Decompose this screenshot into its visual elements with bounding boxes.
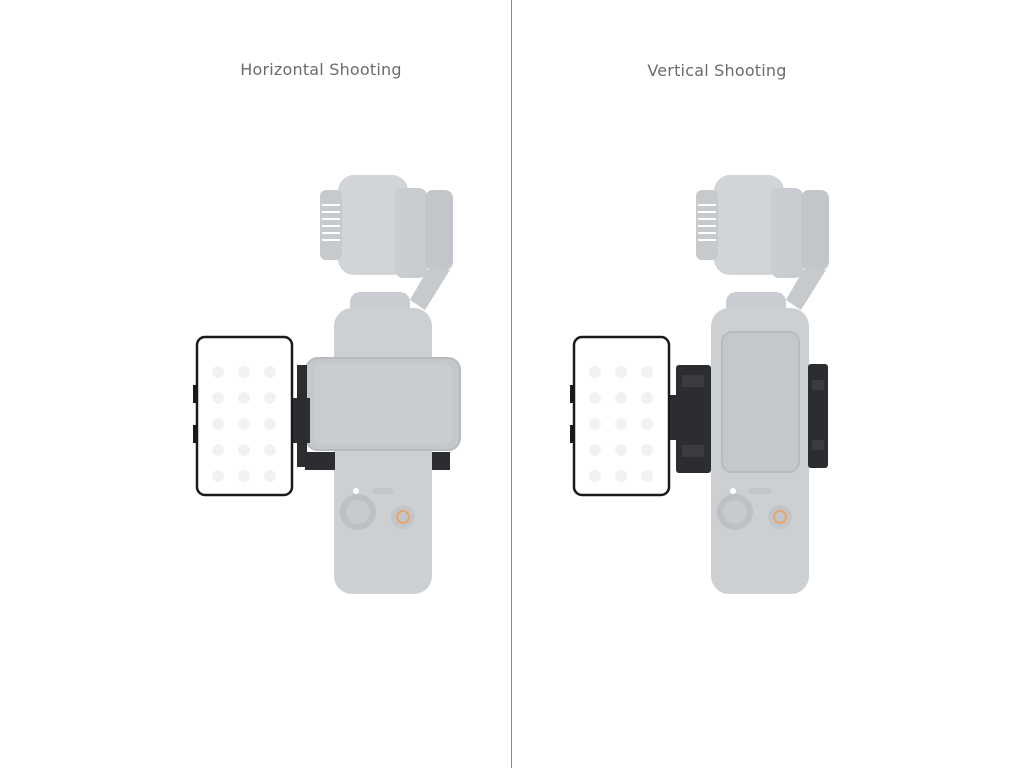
control-buttons bbox=[340, 488, 415, 530]
mount-bracket bbox=[290, 365, 450, 470]
light-panel bbox=[570, 335, 671, 497]
gimbal-head bbox=[696, 175, 829, 310]
vertical-shooting-illustration bbox=[512, 0, 1024, 768]
light-panel bbox=[193, 335, 294, 497]
control-buttons bbox=[717, 488, 792, 530]
horizontal-shooting-illustration bbox=[193, 175, 461, 594]
caption-horizontal-shooting: Horizontal Shooting bbox=[240, 60, 402, 79]
gimbal-head bbox=[320, 175, 453, 310]
caption-vertical-shooting: Vertical Shooting bbox=[647, 61, 787, 80]
vertical-screen bbox=[721, 331, 800, 473]
center-divider bbox=[511, 0, 512, 768]
